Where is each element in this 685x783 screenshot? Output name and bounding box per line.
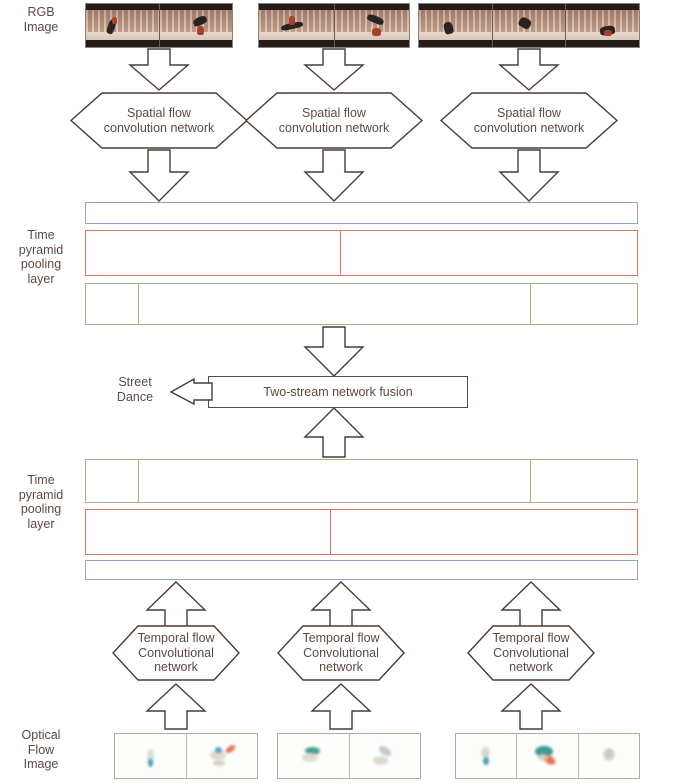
pyramid-segment xyxy=(531,460,637,502)
rgb-frame xyxy=(492,4,567,47)
temporal-flow-node-label: Temporal flow Convolutional network xyxy=(137,631,215,675)
optical-flow-panel xyxy=(517,734,579,778)
optical-flow-strip-2 xyxy=(277,733,421,779)
pyramid-bottom-level-2 xyxy=(85,509,638,555)
optical-flow-panel xyxy=(578,734,639,778)
spatial-flow-node-2[interactable]: Spatial flow convolution network xyxy=(244,92,424,149)
pyramid-segment xyxy=(86,284,139,324)
arrow-temporal-to-pooling-2 xyxy=(310,581,372,630)
pyramid-segment xyxy=(139,284,532,324)
temporal-flow-node-label: Temporal flow Convolutional network xyxy=(302,631,380,675)
arrow-bottom-pooling-to-fusion xyxy=(303,407,365,458)
rgb-frame xyxy=(334,4,409,47)
pyramid-bottom-level-3 xyxy=(85,459,638,503)
optical-flow-panel xyxy=(115,734,187,778)
time-pyramid-pooling-label-top: Time pyramid pooling layer xyxy=(18,228,64,286)
rgb-frame xyxy=(259,4,335,47)
rgb-image-label: RGB Image xyxy=(23,5,59,34)
arrow-flow-to-temporal-3 xyxy=(500,683,562,730)
arrow-fusion-to-output xyxy=(169,377,213,406)
optical-flow-image-label: Optical Flow Image xyxy=(21,728,61,771)
rgb-strip-3 xyxy=(418,3,640,48)
spatial-flow-node-1[interactable]: Spatial flow convolution network xyxy=(69,92,249,149)
spatial-flow-node-3[interactable]: Spatial flow convolution network xyxy=(439,92,619,149)
pyramid-top-level-3 xyxy=(85,283,638,325)
spatial-flow-node-label: Spatial flow convolution network xyxy=(473,106,585,135)
arrow-temporal-to-pooling-3 xyxy=(500,581,562,630)
arrow-rgb-to-spatial-3 xyxy=(498,48,560,91)
rgb-frame xyxy=(86,4,160,47)
pyramid-top-level-2 xyxy=(85,230,638,276)
arrow-temporal-to-pooling-1 xyxy=(145,581,207,630)
optical-flow-strip-1 xyxy=(114,733,258,779)
rgb-strip-2 xyxy=(258,3,410,48)
pyramid-bottom-level-1 xyxy=(85,560,638,580)
spatial-flow-node-label: Spatial flow convolution network xyxy=(103,106,215,135)
arrow-spatial-to-pooling-3 xyxy=(498,149,560,202)
output-class-label: Street Dance xyxy=(116,375,154,404)
arrow-flow-to-temporal-2 xyxy=(310,683,372,730)
rgb-frame xyxy=(159,4,232,47)
rgb-frame xyxy=(566,4,639,47)
pyramid-top-level-1 xyxy=(85,202,638,224)
temporal-flow-node-1[interactable]: Temporal flow Convolutional network xyxy=(112,625,240,681)
pyramid-segment xyxy=(331,510,637,554)
optical-flow-panel xyxy=(349,734,420,778)
arrow-spatial-to-pooling-2 xyxy=(303,149,365,202)
arrow-flow-to-temporal-1 xyxy=(145,683,207,730)
optical-flow-panel xyxy=(456,734,518,778)
optical-flow-panel xyxy=(278,734,350,778)
pyramid-segment xyxy=(86,203,637,223)
temporal-flow-node-label: Temporal flow Convolutional network xyxy=(492,631,570,675)
optical-flow-panel xyxy=(186,734,257,778)
arrow-rgb-to-spatial-1 xyxy=(128,48,190,91)
pyramid-segment xyxy=(139,460,532,502)
temporal-flow-node-2[interactable]: Temporal flow Convolutional network xyxy=(277,625,405,681)
pyramid-segment xyxy=(86,460,139,502)
rgb-strip-1 xyxy=(85,3,233,48)
arrow-spatial-to-pooling-1 xyxy=(128,149,190,202)
rgb-frame xyxy=(419,4,493,47)
temporal-flow-node-3[interactable]: Temporal flow Convolutional network xyxy=(467,625,595,681)
arrow-pooling-to-fusion xyxy=(303,326,365,377)
two-stream-fusion-box[interactable]: Two-stream network fusion xyxy=(208,376,468,408)
pyramid-segment xyxy=(86,231,341,275)
pyramid-segment xyxy=(86,510,332,554)
pyramid-segment xyxy=(341,231,637,275)
time-pyramid-pooling-label-bottom: Time pyramid pooling layer xyxy=(18,473,64,531)
fusion-label: Two-stream network fusion xyxy=(263,385,413,399)
spatial-flow-node-label: Spatial flow convolution network xyxy=(278,106,390,135)
pyramid-segment xyxy=(531,284,637,324)
arrow-rgb-to-spatial-2 xyxy=(303,48,365,91)
optical-flow-strip-3 xyxy=(455,733,640,779)
pyramid-segment xyxy=(86,561,637,579)
